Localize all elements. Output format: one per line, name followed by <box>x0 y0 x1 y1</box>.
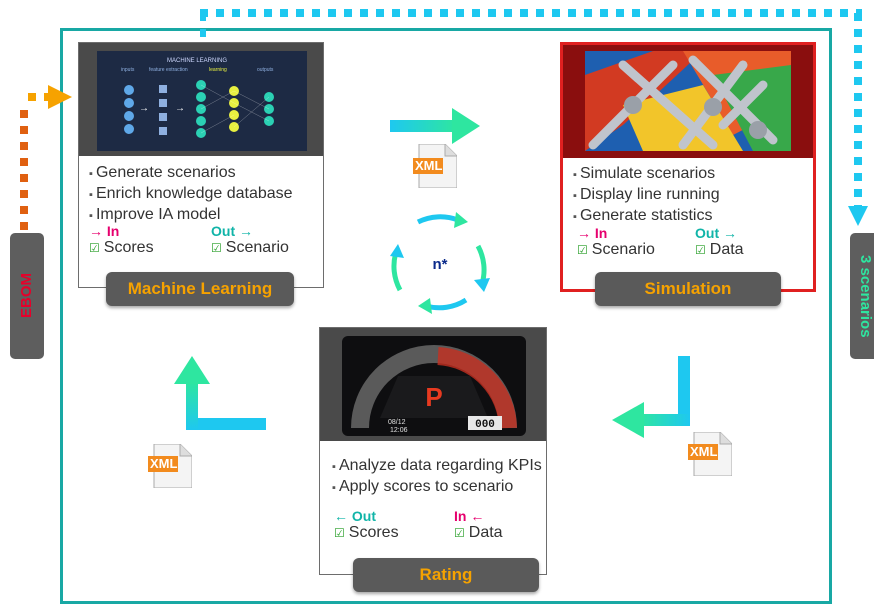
rating-in: In ← ☑Data <box>454 508 503 542</box>
rating-out-label: ← Out <box>334 508 376 524</box>
gauge-gear: P <box>425 382 442 412</box>
check-icon: ☑ <box>695 243 706 257</box>
rating-bullet: Apply scores to scenario <box>332 477 542 498</box>
ml-bullet: Improve IA model <box>89 205 293 226</box>
rating-out-value: Scores <box>348 524 399 541</box>
sim-bullets: Simulate scenarios Display line running … <box>573 164 720 227</box>
cycle-label: n* <box>432 256 448 273</box>
sim-bullet: Simulate scenarios <box>573 164 720 185</box>
svg-text:→: → <box>139 103 149 114</box>
sim-bullet: Generate statistics <box>573 206 720 227</box>
ml-img-col3: learning <box>209 67 227 73</box>
xml-file-icon-left: XML <box>148 443 193 489</box>
ml-img-col1: inputs <box>121 67 135 73</box>
rating-image: P 08/12 12:06 000 <box>320 328 546 441</box>
ml-in-label: → In <box>89 223 120 239</box>
xml-label: XML <box>690 444 718 459</box>
ml-title: Machine Learning <box>106 272 294 306</box>
check-icon: ☑ <box>577 243 588 257</box>
ml-out-label: Out → <box>211 223 253 239</box>
gauge-readout: 000 <box>475 419 495 431</box>
arrow-ml-to-sim <box>390 108 480 144</box>
simulation-render <box>585 51 791 151</box>
check-icon: ☑ <box>89 241 100 255</box>
sim-bullet: Display line running <box>573 185 720 206</box>
ml-out: Out → ☑Scenario <box>211 223 289 257</box>
sim-out-value: Data <box>709 241 744 258</box>
rating-bullet: Analyze data regarding KPIs <box>332 456 542 477</box>
rating-panel: P 08/12 12:06 000 Analyze data regarding… <box>319 327 547 575</box>
xml-file-icon-top: XML <box>413 143 458 189</box>
cycle-arrows <box>390 212 490 314</box>
ml-img-col4: outputs <box>257 67 274 73</box>
sim-in: → In ☑Scenario <box>577 225 655 259</box>
ml-bullet: Generate scenarios <box>89 163 293 184</box>
ml-in-value: Scores <box>103 239 154 256</box>
rating-in-value: Data <box>468 524 503 541</box>
sim-in-label: → In <box>577 225 608 241</box>
left-dotted-arrowhead <box>48 85 72 109</box>
ml-bullets: Generate scenarios Enrich knowledge data… <box>89 163 293 226</box>
sim-in-value: Scenario <box>591 241 655 258</box>
ml-in: → In ☑Scores <box>89 223 154 257</box>
ml-img-heading: MACHINE LEARNING <box>167 58 227 64</box>
ml-out-value: Scenario <box>225 239 289 256</box>
svg-text:→: → <box>175 103 185 114</box>
ml-image: MACHINE LEARNING inputs feature extracti… <box>79 43 323 156</box>
rating-bullets: Analyze data regarding KPIs Apply scores… <box>332 456 542 498</box>
sim-image <box>563 45 813 158</box>
rating-out: ← Out ☑Scores <box>334 508 399 542</box>
arrow-rating-to-ml <box>174 356 266 430</box>
dashboard-gauge-illustration: P 08/12 12:06 000 <box>342 336 526 436</box>
scenarios-tab: 3 scenarios <box>850 233 874 359</box>
rating-title: Rating <box>353 558 539 592</box>
sim-panel: Simulate scenarios Display line running … <box>560 42 816 292</box>
check-icon: ☑ <box>454 526 465 540</box>
process-frame <box>60 28 832 604</box>
neural-network-illustration: MACHINE LEARNING inputs feature extracti… <box>97 51 307 151</box>
ml-bullet: Enrich knowledge database <box>89 184 293 205</box>
xml-label: XML <box>415 158 443 173</box>
right-dotted-arrowhead <box>848 206 868 226</box>
sim-title: Simulation <box>595 272 781 306</box>
sim-out: Out → ☑Data <box>695 225 744 259</box>
check-icon: ☑ <box>211 241 222 255</box>
gauge-line2: 08/12 <box>388 419 406 426</box>
ml-img-col2: feature extraction <box>149 67 188 73</box>
ml-panel: MACHINE LEARNING inputs feature extracti… <box>78 42 324 288</box>
gauge-line1: 12:06 <box>390 427 408 434</box>
xml-label: XML <box>150 456 178 471</box>
arrow-sim-to-rating <box>612 356 690 438</box>
check-icon: ☑ <box>334 526 345 540</box>
xml-file-icon-right: XML <box>688 431 733 477</box>
rating-in-label: In ← <box>454 508 485 524</box>
sim-out-label: Out → <box>695 225 737 241</box>
